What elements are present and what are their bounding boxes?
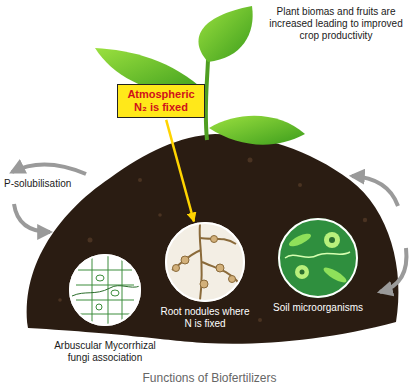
circle-outline [69, 254, 141, 326]
soil-speckle [258, 318, 262, 322]
plant-stem [206, 60, 208, 140]
picture-circle: Root nodules where N is fixed [165, 222, 245, 302]
arbuscule [111, 290, 119, 296]
plant-leaf [209, 116, 305, 145]
soil-speckle [58, 298, 62, 302]
root-cell-wall [92, 256, 122, 324]
root-nodule-picture [165, 222, 245, 302]
root-cell-wall [76, 270, 134, 314]
soil-speckle [88, 238, 93, 243]
nodule [216, 264, 224, 272]
nodule [200, 280, 208, 288]
cycle-arrow [12, 164, 86, 174]
soil-speckle [138, 178, 142, 182]
root [200, 238, 236, 244]
circle-border [166, 223, 244, 301]
soil-mound [27, 134, 399, 344]
coccus [324, 232, 340, 248]
soil-speckle [158, 213, 162, 217]
rod-bacterium [287, 231, 312, 248]
circle-outline [278, 218, 358, 298]
circle-label: Root nodules where N is fixed [159, 306, 251, 330]
picture-circle: Soil microorganisms [278, 218, 358, 298]
cycle-arrow [14, 204, 50, 232]
figure-caption: Functions of Biofertilizers [0, 371, 419, 386]
circle-caption: Root nodules where N is fixed [159, 306, 251, 330]
circle-caption: Soil microorganisms [262, 302, 374, 314]
fact-box: Atmospheric N₂ is fixed [117, 84, 205, 118]
annotation-text: Plant biomas and fruits are increased le… [262, 6, 410, 42]
coccus [295, 265, 309, 279]
cycle-arrow [380, 248, 406, 292]
circle-label: Arbuscular Mycorrhizal fungi association [43, 340, 167, 364]
circle-border [279, 219, 357, 297]
arbuscule [96, 275, 104, 281]
nodule [229, 276, 236, 283]
nodule [211, 236, 218, 243]
rod-bacterium [322, 265, 349, 285]
vesicle [96, 304, 102, 310]
coccus-core [329, 237, 335, 243]
filament [285, 252, 350, 258]
annotation-text: P-solubilisation [4, 178, 84, 190]
plant-leaf [198, 6, 252, 62]
circle-label: Soil microorganisms [262, 302, 374, 314]
picture-circle: Arbuscular Mycorrhizal fungi association [69, 254, 141, 326]
hypha [72, 286, 140, 296]
soil-speckle [248, 158, 253, 163]
cycle-arrow [352, 176, 398, 206]
microbe-picture [278, 218, 358, 298]
coccus-core [300, 270, 305, 275]
nodule [173, 265, 180, 272]
soil-speckle [298, 183, 302, 187]
box-text: Atmospheric N₂ is fixed [124, 88, 198, 114]
microbes [285, 231, 350, 285]
fixation-arrow [166, 120, 194, 222]
soil-speckle [363, 218, 367, 222]
nodules [173, 236, 236, 289]
root-sketch [172, 224, 238, 300]
nodule [181, 256, 189, 264]
circle-caption: Arbuscular Mycorrhizal fungi association [43, 340, 167, 364]
root [202, 262, 238, 282]
circle-border [70, 255, 140, 325]
mycorrhiza-picture [69, 254, 141, 326]
root [200, 224, 202, 300]
circle-outline [165, 222, 245, 302]
